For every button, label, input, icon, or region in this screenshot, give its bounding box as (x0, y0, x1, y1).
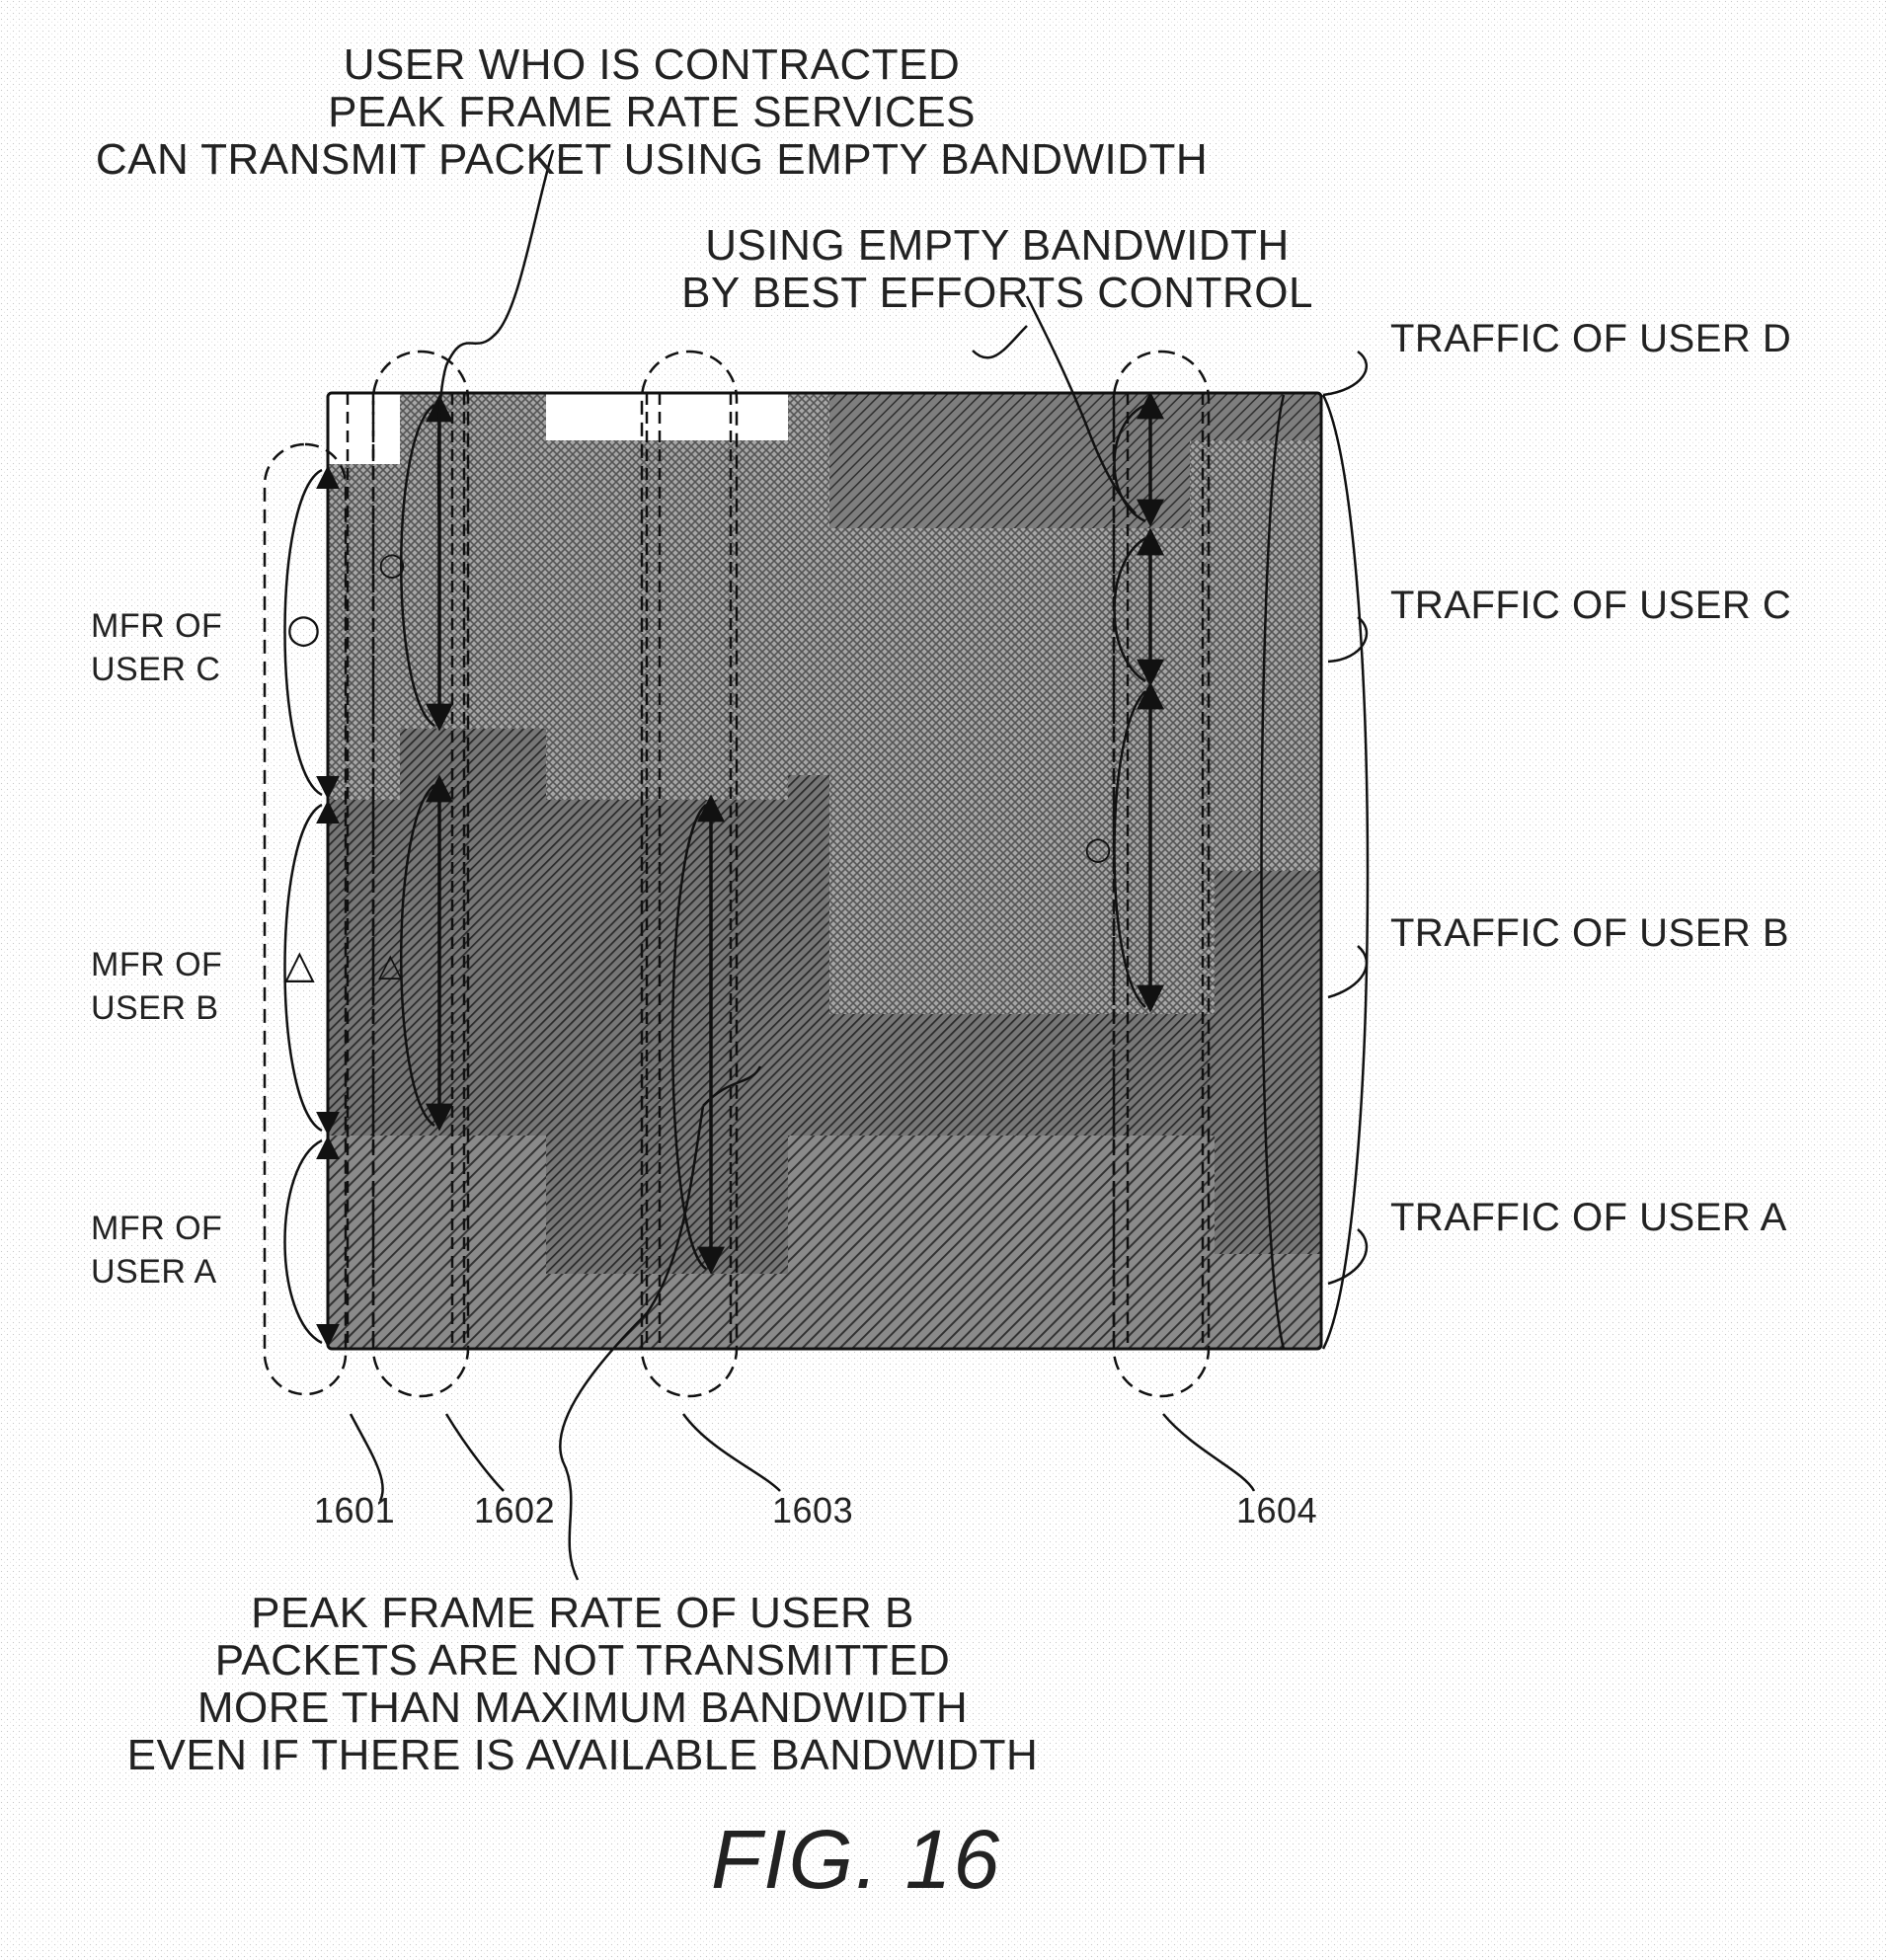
label-traffic-user-b: TRAFFIC OF USER B (1390, 911, 1790, 955)
slot-ovals (263, 350, 1211, 1398)
internal-braces (400, 394, 1370, 1350)
annotation-line: USING EMPTY BANDWIDTH (705, 221, 1290, 270)
annotation-line: MORE THAN MAXIMUM BANDWIDTH (196, 1684, 969, 1732)
ref-1602: 1602 (474, 1490, 556, 1530)
mfr-line: USER C (91, 651, 221, 688)
oval-1603 (640, 350, 739, 1398)
mfr-line: USER A (91, 1253, 217, 1291)
mfr-line: MFR OF (91, 1210, 223, 1247)
triangle-symbol-inner: △ (378, 946, 403, 983)
annotation-best-efforts: USING EMPTY BANDWIDTH BY BEST EFFORTS CO… (652, 222, 1343, 317)
ref-1603: 1603 (772, 1490, 854, 1530)
traffic-user-b-region (328, 729, 1321, 1274)
ref-1601: 1601 (314, 1490, 396, 1530)
label-traffic-user-a: TRAFFIC OF USER A (1390, 1196, 1787, 1239)
traffic-user-d-region (829, 393, 1321, 528)
label-mfr-user-c: MFR OF USER C (91, 604, 222, 691)
figure-label: FIG. 16 (711, 1813, 1002, 1906)
traffic-user-a-region (328, 1136, 1321, 1349)
ref-1604: 1604 (1236, 1490, 1318, 1530)
empty-bandwidth-1603 (546, 393, 788, 440)
label-mfr-user-a: MFR OF USER A (91, 1207, 222, 1294)
annotation-line: USER WHO IS CONTRACTED (343, 40, 961, 89)
traffic-user-c-region (328, 393, 1321, 1014)
annotation-line: BY BEST EFFORTS CONTROL (681, 269, 1313, 317)
empty-bandwidth-1601 (328, 393, 400, 464)
mfr-line: MFR OF (91, 607, 223, 645)
annotation-peak-limit: PEAK FRAME RATE OF USER B PACKETS ARE NO… (89, 1590, 1076, 1779)
label-traffic-user-c: TRAFFIC OF USER C (1390, 584, 1792, 627)
leader-lines (349, 149, 1369, 1581)
annotation-line: PEAK FRAME RATE OF USER B (251, 1589, 914, 1637)
annotation-line: CAN TRANSMIT PACKET USING EMPTY BANDWIDT… (95, 135, 1209, 184)
mfr-braces (283, 468, 323, 1345)
mfr-line: USER B (91, 989, 219, 1027)
circle-symbol: ○ (286, 606, 321, 652)
annotation-line: PEAK FRAME RATE SERVICES (328, 88, 976, 136)
circle-symbol-right: ○ (1084, 829, 1112, 867)
annotation-line: EVEN IF THERE IS AVAILABLE BANDWIDTH (126, 1731, 1039, 1779)
label-mfr-user-b: MFR OF USER B (91, 943, 222, 1030)
traffic-bracket (1260, 394, 1286, 1350)
oval-1601 (263, 442, 348, 1396)
annotation-peak-contract: USER WHO IS CONTRACTED PEAK FRAME RATE S… (54, 41, 1249, 184)
label-traffic-user-d: TRAFFIC OF USER D (1390, 317, 1792, 360)
oval-1602 (371, 350, 470, 1398)
annotation-line: PACKETS ARE NOT TRANSMITTED (214, 1636, 951, 1685)
triangle-symbol: △ (284, 942, 315, 987)
circle-symbol-inner: ○ (378, 545, 406, 583)
oval-1604 (1112, 350, 1211, 1398)
mfr-line: MFR OF (91, 946, 223, 983)
